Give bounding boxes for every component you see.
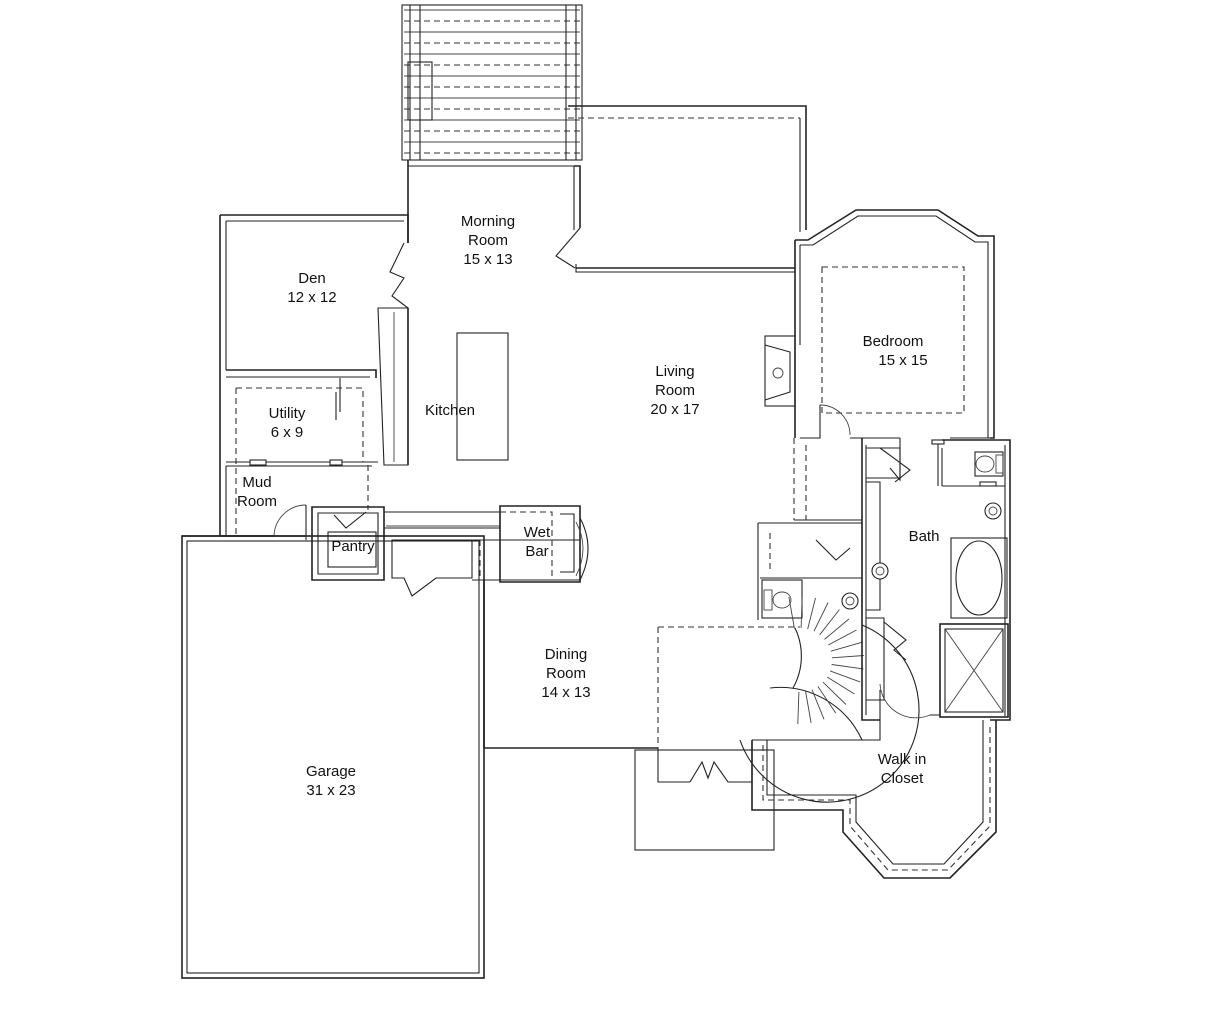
pantry-name: Pantry xyxy=(331,538,375,555)
morning-room-label: Morning Room 15 x 13 xyxy=(448,212,528,269)
stair-tread xyxy=(829,670,861,683)
walk-in-closet-name-line2: Closet xyxy=(880,770,924,787)
glass-wall xyxy=(575,264,795,273)
stair-tread xyxy=(824,618,850,640)
stair-tread xyxy=(817,686,837,714)
morning-room-name-line2: Room xyxy=(467,232,508,249)
stair-tread xyxy=(813,602,829,632)
dining-room-size: 14 x 13 xyxy=(541,684,591,701)
living-interior xyxy=(793,438,862,521)
stair-tread xyxy=(826,676,855,695)
bath-walls xyxy=(861,438,1011,721)
stair-tread xyxy=(830,641,862,652)
pantry-label: Pantry xyxy=(318,537,388,556)
kitchen-label: Kitchen xyxy=(410,401,490,420)
stair-tread xyxy=(831,664,864,670)
kitchen xyxy=(377,307,509,466)
bath-name: Bath xyxy=(908,528,940,545)
kitchen-name: Kitchen xyxy=(424,402,476,419)
mud-room-name-line2: Room xyxy=(236,493,277,510)
dining-room-label: Dining Room 14 x 13 xyxy=(526,645,606,702)
powder-room xyxy=(757,522,863,620)
bedroom-walls xyxy=(794,209,995,439)
wet-bar-name-line1: Wet xyxy=(523,524,551,541)
mud-room-label: Mud Room xyxy=(222,473,292,511)
wet-bar xyxy=(391,505,589,597)
living-room-name-line1: Living xyxy=(655,363,695,380)
utility-size: 6 x 9 xyxy=(270,424,304,441)
bedroom-name: Bedroom xyxy=(862,333,924,350)
stair-tread xyxy=(800,595,803,629)
dining-room-name-line1: Dining xyxy=(544,646,588,663)
bedroom-label: Bedroom 15 x 15 xyxy=(843,332,943,370)
stair-tread xyxy=(807,597,816,630)
stair-tread xyxy=(828,629,857,646)
stair-tread xyxy=(822,681,847,705)
morning-room-door xyxy=(555,227,581,269)
den-name: Den xyxy=(298,270,326,287)
dining-room-name-line2: Room xyxy=(545,665,586,682)
morning-room-size: 15 x 13 xyxy=(463,251,513,268)
utility-walls xyxy=(226,378,378,538)
stair-tread xyxy=(819,609,840,636)
stair-tread xyxy=(805,691,812,724)
garage-name: Garage xyxy=(305,763,357,780)
bedroom-size: 15 x 15 xyxy=(878,352,928,369)
garage-label: Garage 31 x 23 xyxy=(291,762,371,800)
den-size: 12 x 12 xyxy=(287,289,337,306)
walk-in-closet-label: Walk in Closet xyxy=(862,750,942,788)
curved-staircase xyxy=(739,595,920,803)
living-room-name-line2: Room xyxy=(654,382,695,399)
living-room-size: 20 x 17 xyxy=(650,401,700,418)
morning-room-name-line1: Morning xyxy=(460,213,516,230)
bath-label: Bath xyxy=(894,527,954,546)
wet-bar-name-line2: Bar xyxy=(525,543,549,560)
covered-patio xyxy=(568,105,807,232)
mud-room-name-line1: Mud xyxy=(242,474,272,491)
kitchen-island xyxy=(456,332,509,461)
stair-tread xyxy=(797,691,800,725)
utility-label: Utility 6 x 9 xyxy=(247,404,327,442)
closet-walls xyxy=(751,690,997,879)
stair-tread xyxy=(831,655,864,659)
utility-name: Utility xyxy=(268,405,306,422)
den-door xyxy=(389,242,409,309)
garage-walls xyxy=(181,535,485,979)
fireplace xyxy=(764,335,796,407)
den-label: Den 12 x 12 xyxy=(262,269,362,307)
stair-tread xyxy=(788,596,795,629)
pergola xyxy=(401,4,583,161)
living-room-label: Living Room 20 x 17 xyxy=(630,362,720,419)
stair-tread xyxy=(811,689,825,720)
walk-in-closet-name-line1: Walk in xyxy=(877,751,927,768)
kitchen-counter xyxy=(377,307,409,466)
garage-size: 31 x 23 xyxy=(306,782,356,799)
wet-bar-label: Wet Bar xyxy=(507,523,567,561)
